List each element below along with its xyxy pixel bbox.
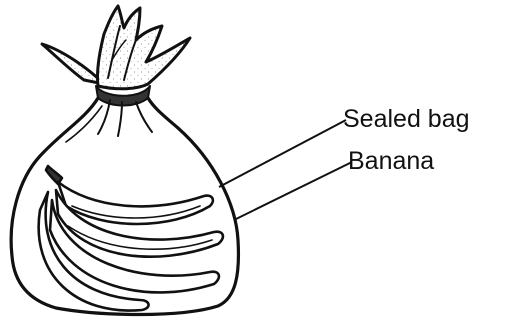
sealed-bag-label: Sealed bag xyxy=(343,107,470,132)
banana-stem xyxy=(46,166,62,184)
banana-bunch xyxy=(39,166,223,311)
bag-tie-knot xyxy=(42,6,190,106)
banana-label: Banana xyxy=(348,149,434,174)
sealed-bag-leader-line xyxy=(219,120,346,187)
